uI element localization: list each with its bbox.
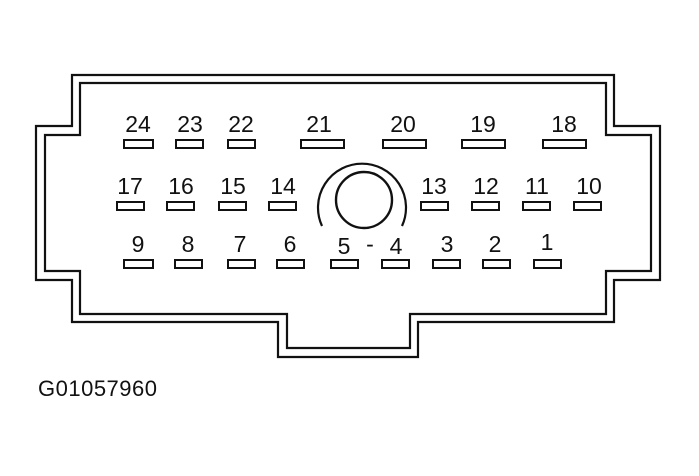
pin-label-14: 14 bbox=[270, 173, 296, 199]
pin-label-10: 10 bbox=[576, 173, 602, 199]
pin-row-top: 24 23 22 21 20 19 18 bbox=[123, 111, 587, 149]
pin-3: 3 bbox=[432, 231, 461, 269]
pin-4: 4 bbox=[381, 233, 410, 269]
pin-label-8: 8 bbox=[182, 231, 195, 257]
pin-label-18: 18 bbox=[551, 111, 577, 137]
pin-label-19: 19 bbox=[470, 111, 496, 137]
pin-19: 19 bbox=[461, 111, 506, 149]
pin-label-12: 12 bbox=[473, 173, 499, 199]
pin-label-17: 17 bbox=[117, 173, 143, 199]
pin-1: 1 bbox=[533, 229, 562, 269]
pin-label-22: 22 bbox=[228, 111, 254, 137]
pin-21: 21 bbox=[300, 111, 345, 149]
pin-label-5: 5 bbox=[338, 233, 351, 259]
connector-outer-outline bbox=[34, 73, 662, 359]
pin-row-middle: 17 16 15 14 13 12 11 10 bbox=[116, 173, 602, 211]
pin-8: 8 bbox=[174, 231, 203, 269]
pin-2: 2 bbox=[482, 231, 511, 269]
connector-inner-outline bbox=[43, 81, 653, 350]
pin-label-24: 24 bbox=[125, 111, 151, 137]
pin-18: 18 bbox=[542, 111, 587, 149]
pin-5: 5 bbox=[330, 233, 359, 269]
figure-id-caption: G01057960 bbox=[38, 376, 158, 401]
pin-15: 15 bbox=[218, 173, 247, 211]
pin-label-9: 9 bbox=[132, 231, 145, 257]
key-post bbox=[334, 170, 394, 230]
pin-7: 7 bbox=[227, 231, 256, 269]
pin-13: 13 bbox=[420, 173, 449, 211]
pin-label-6: 6 bbox=[284, 231, 297, 257]
pin-17: 17 bbox=[116, 173, 145, 211]
pin-label-23: 23 bbox=[177, 111, 203, 137]
pin-label-3: 3 bbox=[441, 231, 454, 257]
key-arc bbox=[316, 162, 408, 227]
pin-11: 11 bbox=[522, 173, 551, 211]
pin-20: 20 bbox=[382, 111, 427, 149]
pin-label-13: 13 bbox=[421, 173, 447, 199]
pin-10: 10 bbox=[573, 173, 602, 211]
pin-label-7: 7 bbox=[234, 231, 247, 257]
pin-23: 23 bbox=[175, 111, 204, 149]
pin-label-16: 16 bbox=[168, 173, 194, 199]
pin-22: 22 bbox=[227, 111, 256, 149]
pin-row-bottom: 9 8 7 6 5 - 4 3 2 bbox=[123, 229, 562, 269]
pin-label-4: 4 bbox=[390, 233, 403, 259]
pin-label-21: 21 bbox=[306, 111, 332, 137]
pin-6: 6 bbox=[276, 231, 305, 269]
pin-label-11: 11 bbox=[525, 173, 549, 199]
pin-label-1: 1 bbox=[541, 229, 554, 255]
pin-label-20: 20 bbox=[390, 111, 416, 137]
pin-9: 9 bbox=[123, 231, 154, 269]
pin-range-separator: - bbox=[366, 231, 374, 257]
pin-label-2: 2 bbox=[489, 231, 502, 257]
pin-label-15: 15 bbox=[220, 173, 246, 199]
pin-24: 24 bbox=[123, 111, 154, 149]
pin-14: 14 bbox=[268, 173, 297, 211]
pin-16: 16 bbox=[166, 173, 195, 211]
pin-12: 12 bbox=[471, 173, 500, 211]
